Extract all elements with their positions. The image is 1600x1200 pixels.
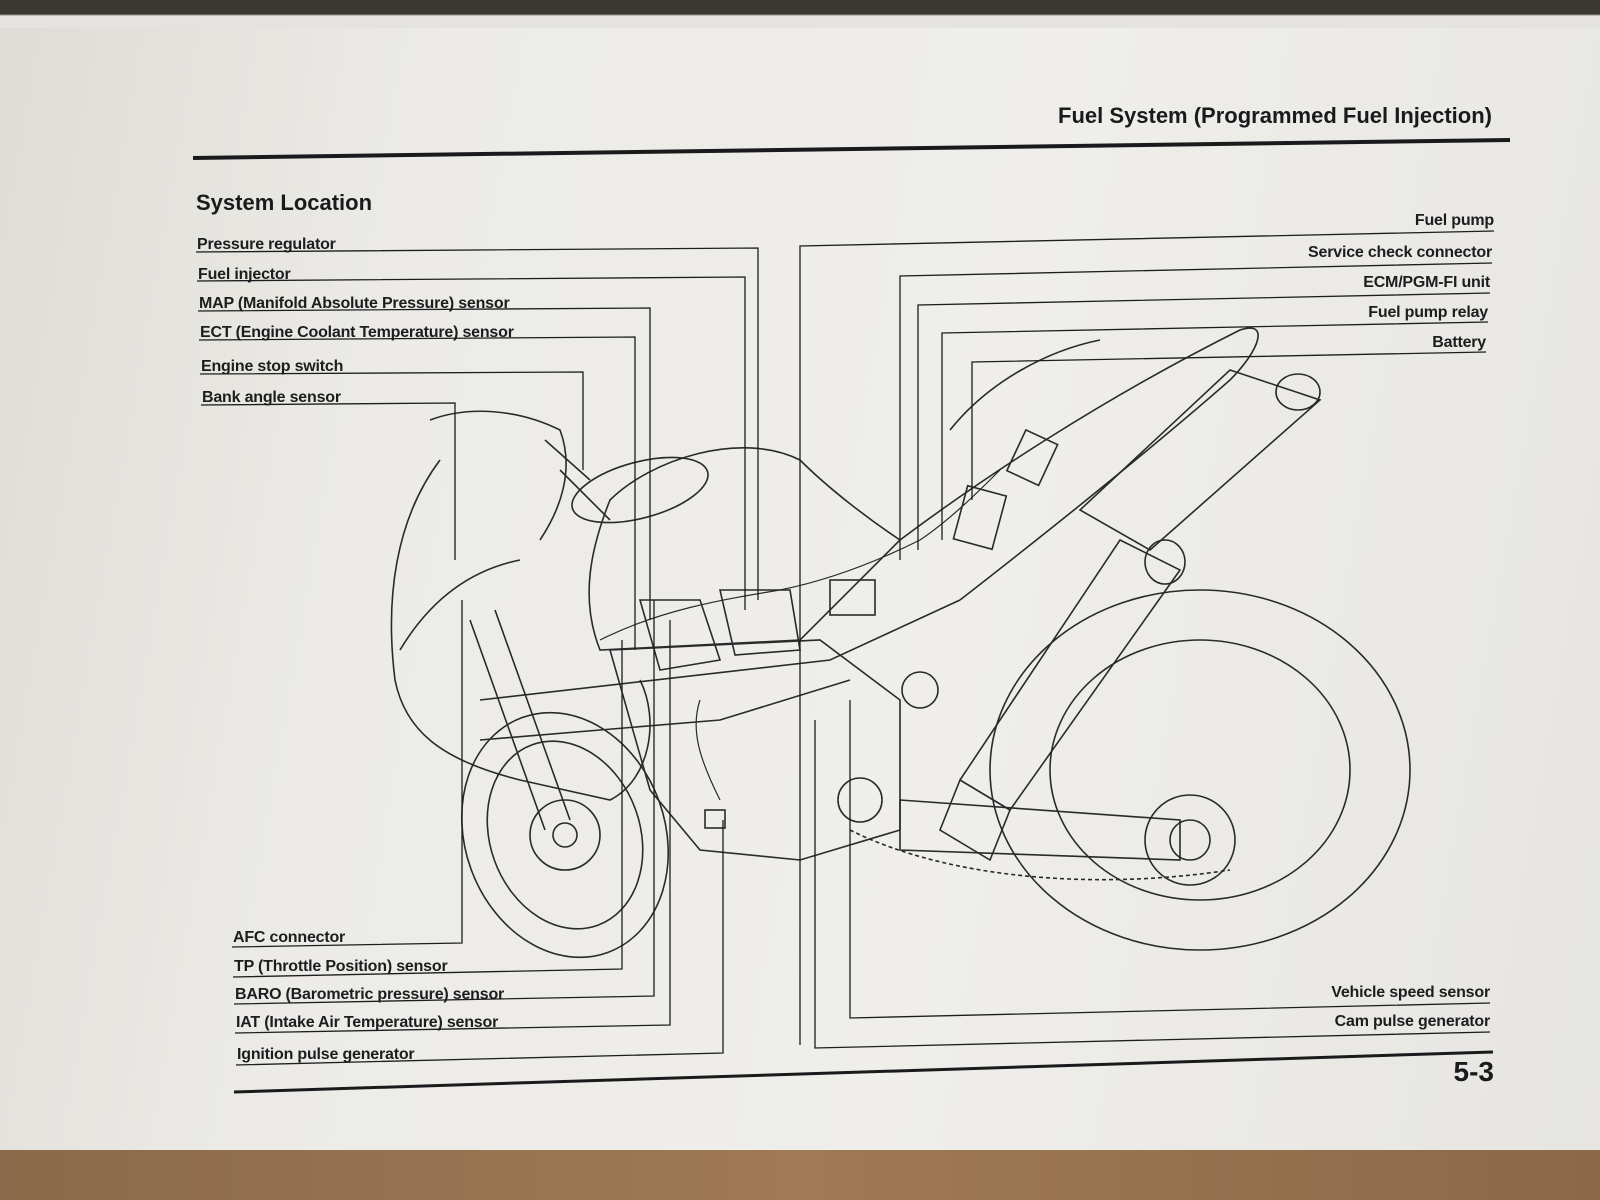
label-baro-sensor: BARO (Barometric pressure) sensor	[235, 986, 505, 1003]
motorcycle-drawing	[390, 327, 1411, 959]
label-ect-sensor: ECT (Engine Coolant Temperature) sensor	[200, 324, 514, 341]
rear-wheel	[989, 589, 1411, 951]
drive-chain	[849, 829, 1231, 881]
tail-cowl	[899, 327, 1259, 601]
fuel-tank	[588, 447, 902, 651]
label-fuel-injector: Fuel injector	[198, 266, 291, 283]
footer-rule	[233, 1050, 1494, 1094]
desk-surface	[0, 1150, 1600, 1200]
exhaust-lower	[958, 538, 1182, 812]
label-fuel-pump: Fuel pump	[1414, 212, 1494, 229]
label-service-check-connector: Service check connector	[1308, 244, 1492, 261]
label-battery: Battery	[1432, 334, 1486, 351]
page-number: 5-3	[1453, 1056, 1494, 1087]
section-title: System Location	[196, 190, 373, 215]
label-vehicle-speed-sensor: Vehicle speed sensor	[1331, 984, 1490, 1001]
exhaust-upper	[1078, 369, 1322, 551]
label-ignition-pulse-generator: Ignition pulse generator	[237, 1046, 415, 1063]
label-fuel-pump-relay: Fuel pump relay	[1368, 304, 1488, 321]
label-iat-sensor: IAT (Intake Air Temperature) sensor	[236, 1014, 499, 1031]
header-rule	[192, 138, 1511, 160]
label-afc-connector: AFC connector	[233, 929, 346, 946]
swingarm	[899, 799, 1181, 861]
wiring-harness	[599, 469, 1001, 641]
label-engine-stop-switch: Engine stop switch	[201, 358, 344, 375]
label-bank-angle-sensor: Bank angle sensor	[202, 389, 341, 406]
label-cam-pulse-generator: Cam pulse generator	[1334, 1013, 1491, 1030]
front-wheel	[460, 711, 670, 959]
header-title: Fuel System (Programmed Fuel Injection)	[1058, 103, 1492, 128]
leader-lines	[195, 230, 1495, 1066]
label-ecm-pgm-fi-unit: ECM/PGM-FI unit	[1363, 274, 1490, 291]
label-map-sensor: MAP (Manifold Absolute Pressure) sensor	[199, 295, 510, 312]
label-pressure-regulator: Pressure regulator	[197, 236, 336, 253]
front-fairing	[390, 459, 651, 801]
label-tp-sensor: TP (Throttle Position) sensor	[234, 958, 448, 975]
